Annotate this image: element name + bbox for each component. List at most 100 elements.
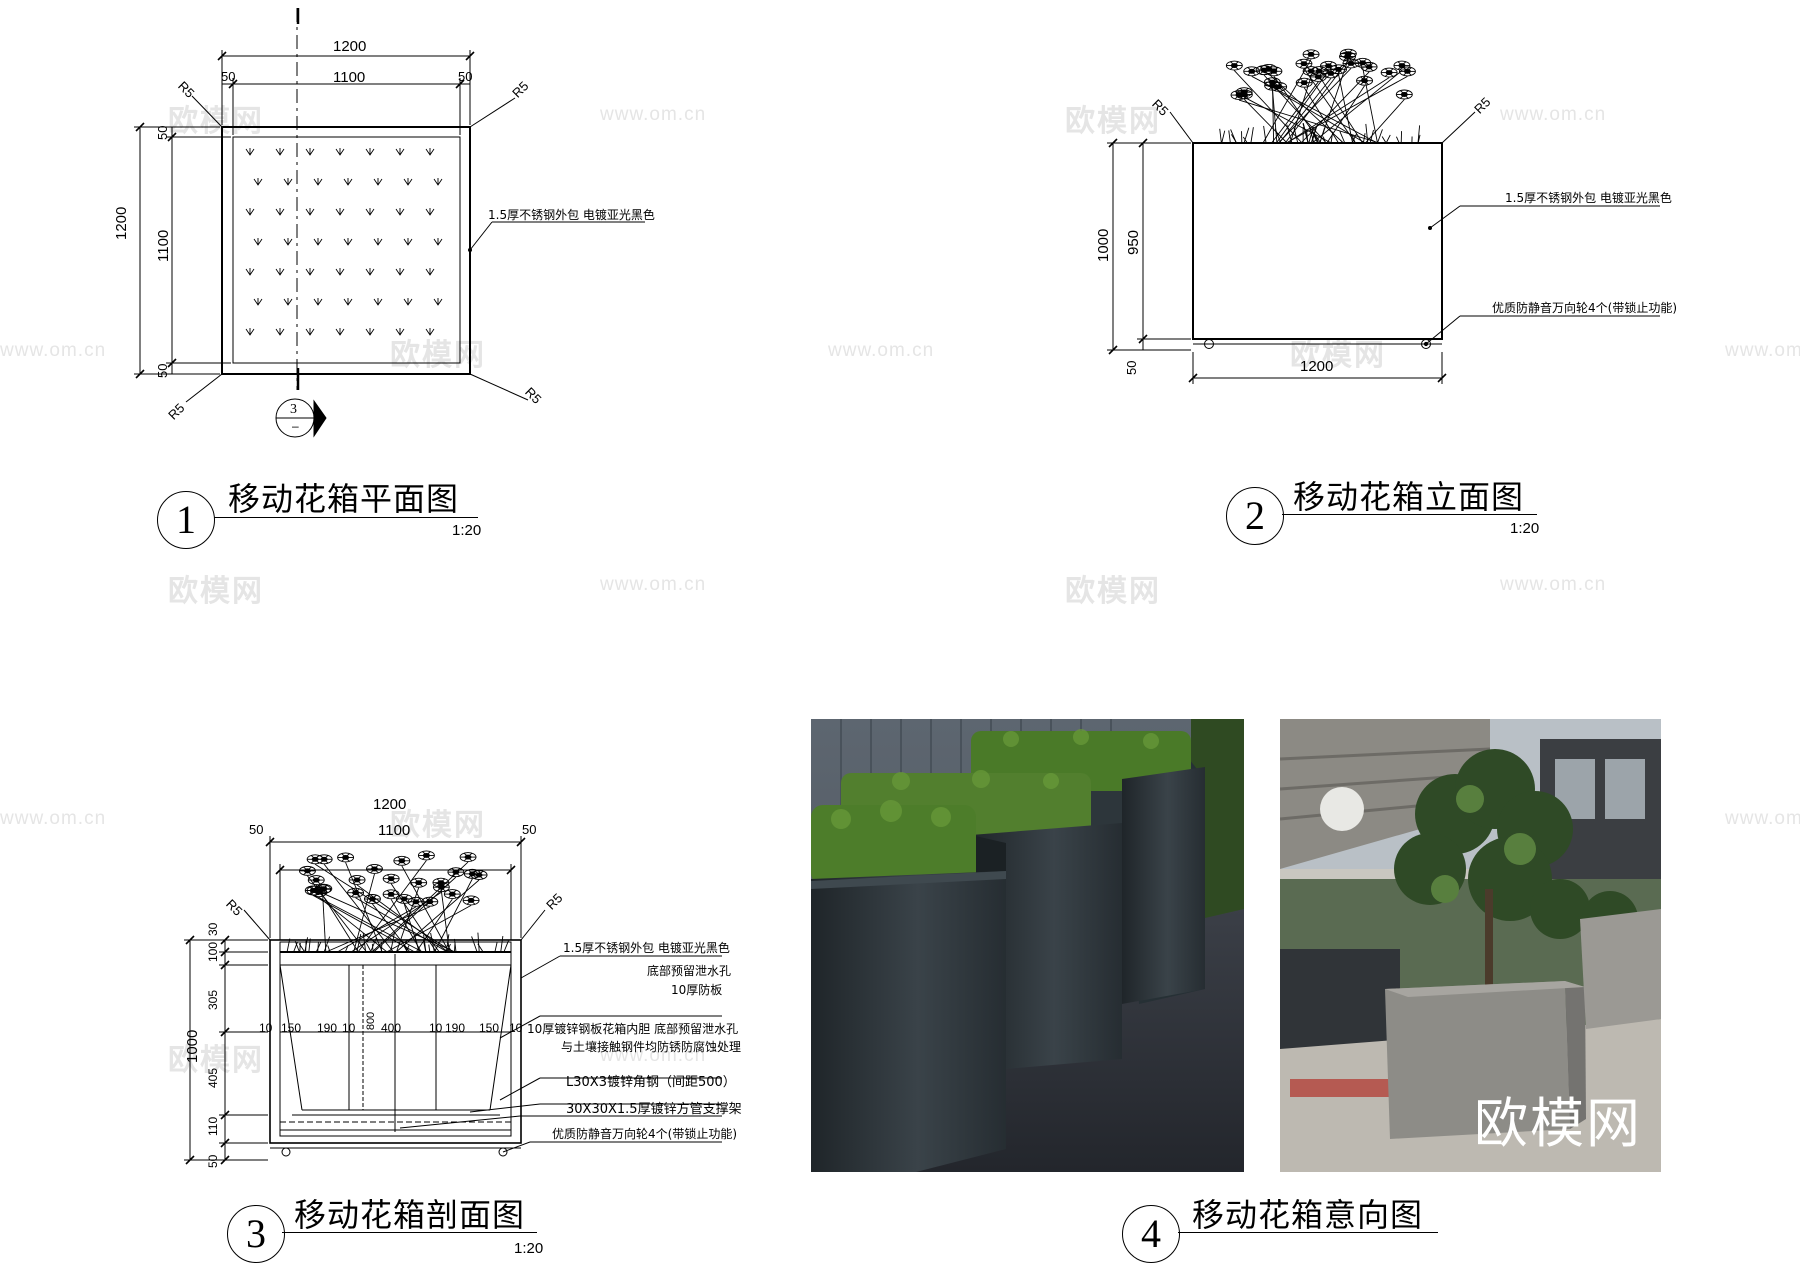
elevation-note: 优质防静音万向轮4个(带锁止功能): [1492, 301, 1677, 315]
dim-value: 10: [259, 1021, 273, 1035]
plant-symbol: [245, 328, 255, 336]
plant-symbol: [343, 238, 353, 246]
dim-side-left: 50: [249, 822, 264, 837]
watermark-url: www.om.cn: [1725, 340, 1800, 361]
watermark-brand: 欧模网: [1065, 105, 1161, 138]
dim-value: 10: [342, 1021, 356, 1035]
dim-value: 190: [445, 1021, 466, 1035]
watermark-url: www.om.cn: [1500, 574, 1607, 595]
dim-value: 400: [381, 1021, 402, 1035]
flower-symbol: [1262, 49, 1320, 144]
drawing-title: 移动花箱平面图: [228, 480, 460, 518]
watermark-url: www.om.cn: [0, 808, 107, 829]
dim-value: 190: [317, 1021, 338, 1035]
dim-vertical: 100: [206, 941, 220, 962]
section-marker-number: 3: [290, 402, 297, 417]
plant-symbol: [425, 148, 435, 156]
dim-vertical: 50: [206, 1154, 220, 1168]
flower-symbol: [357, 850, 435, 953]
drawing-title: 移动花箱立面图: [1293, 478, 1525, 516]
dim-value: 150: [281, 1021, 302, 1035]
plant-symbol: [365, 328, 375, 336]
dim-top: 50: [155, 125, 170, 140]
dim-overall-height: 1000: [184, 1029, 201, 1063]
drawing-scale: 1:20: [452, 522, 482, 539]
flower-symbol: [396, 877, 428, 953]
section-note: 30X30X1.5厚镀锌方管支撑架: [566, 1102, 742, 1117]
plant-symbol: [283, 238, 293, 246]
watermark-url: www.om.cn: [600, 574, 707, 595]
drawing-number: 4: [1122, 1205, 1180, 1263]
flower-symbol: [382, 889, 422, 953]
flower-symbol: [1225, 60, 1303, 144]
drawing-scale: 1:20: [1510, 520, 1540, 537]
plant-symbol: [275, 268, 285, 276]
plant-symbol: [335, 268, 345, 276]
dim-overall-width: 1200: [333, 38, 367, 55]
flower-symbol: [1289, 66, 1320, 144]
flower-symbol: [1311, 60, 1411, 144]
flower-symbol: [1284, 51, 1356, 144]
flower-symbol: [363, 894, 411, 953]
plant-symbol: [313, 178, 323, 186]
plant-symbol: [433, 178, 443, 186]
plant-symbol: [275, 328, 285, 336]
plant-symbol: [403, 178, 413, 186]
flower-symbol: [337, 852, 383, 953]
watermark-url: www.om.cn: [600, 1045, 707, 1066]
plant-symbol: [395, 148, 405, 156]
plant-symbol: [343, 178, 353, 186]
dim-overall-height: 1200: [113, 206, 130, 240]
dim-inner-width: 1100: [333, 69, 366, 86]
watermark-brand: 欧模网: [168, 105, 264, 138]
flower-symbol: [393, 855, 450, 953]
dim-overall-width: 1200: [373, 796, 407, 813]
dim-value: 150: [479, 1021, 500, 1035]
elevation-view: [1107, 48, 1660, 384]
dim-bottom: 50: [155, 363, 170, 378]
plant-symbol: [403, 238, 413, 246]
plan-view: [134, 8, 645, 438]
dim-inner-width: 1100: [378, 822, 411, 839]
flower-symbol: [1260, 63, 1344, 144]
section-marker-sheet: –: [292, 419, 299, 433]
reference-photo-terrace: 欧模网: [1280, 719, 1661, 1172]
flower-symbol: [353, 863, 383, 953]
section-note: 优质防静音万向轮4个(带锁止功能): [552, 1127, 737, 1141]
dim-value: 10: [509, 1021, 523, 1035]
watermark-brand: 欧模网: [1065, 575, 1161, 608]
plant-symbol: [373, 178, 383, 186]
dim-vertical: 30: [206, 922, 220, 936]
dim-vertical: 305: [206, 989, 220, 1010]
plant-symbol: [403, 298, 413, 306]
title-underline: [214, 517, 478, 518]
terrace-illustration: [1280, 719, 1661, 1172]
plant-symbol: [335, 148, 345, 156]
plant-symbol: [305, 208, 315, 216]
flower-symbol: [415, 889, 461, 953]
plant-symbol: [305, 148, 315, 156]
flower-symbol: [1354, 57, 1378, 144]
section-note: 1.5厚不锈钢外包 电镀亚光黑色: [563, 941, 730, 955]
watermark-brand: 欧模网: [168, 1044, 264, 1077]
plant-symbol: [283, 178, 293, 186]
watermark-brand: 欧模网: [168, 575, 264, 608]
planters-illustration: [811, 719, 1244, 1172]
section-note: L30X3镀锌角钢（间距500）: [566, 1075, 736, 1090]
photo-watermark: 欧模网: [1474, 1092, 1642, 1155]
section-note: 与土壤接触钢件均防锈防腐蚀处理: [561, 1040, 742, 1054]
dim-side-left: 50: [221, 69, 236, 84]
plant-symbol: [373, 298, 383, 306]
flower-symbol: [1270, 81, 1366, 144]
watermark-url: www.om.cn: [600, 104, 707, 125]
plant-symbol: [245, 208, 255, 216]
dim-base: 50: [1124, 360, 1139, 375]
plant-symbol: [305, 268, 315, 276]
section-note: 10厚防板: [671, 983, 723, 997]
dim-value: 800: [365, 1011, 378, 1031]
title-underline: [1282, 514, 1537, 515]
plant-symbol: [253, 178, 263, 186]
plant-symbol: [313, 238, 323, 246]
watermark-url: www.om.cn: [0, 340, 107, 361]
